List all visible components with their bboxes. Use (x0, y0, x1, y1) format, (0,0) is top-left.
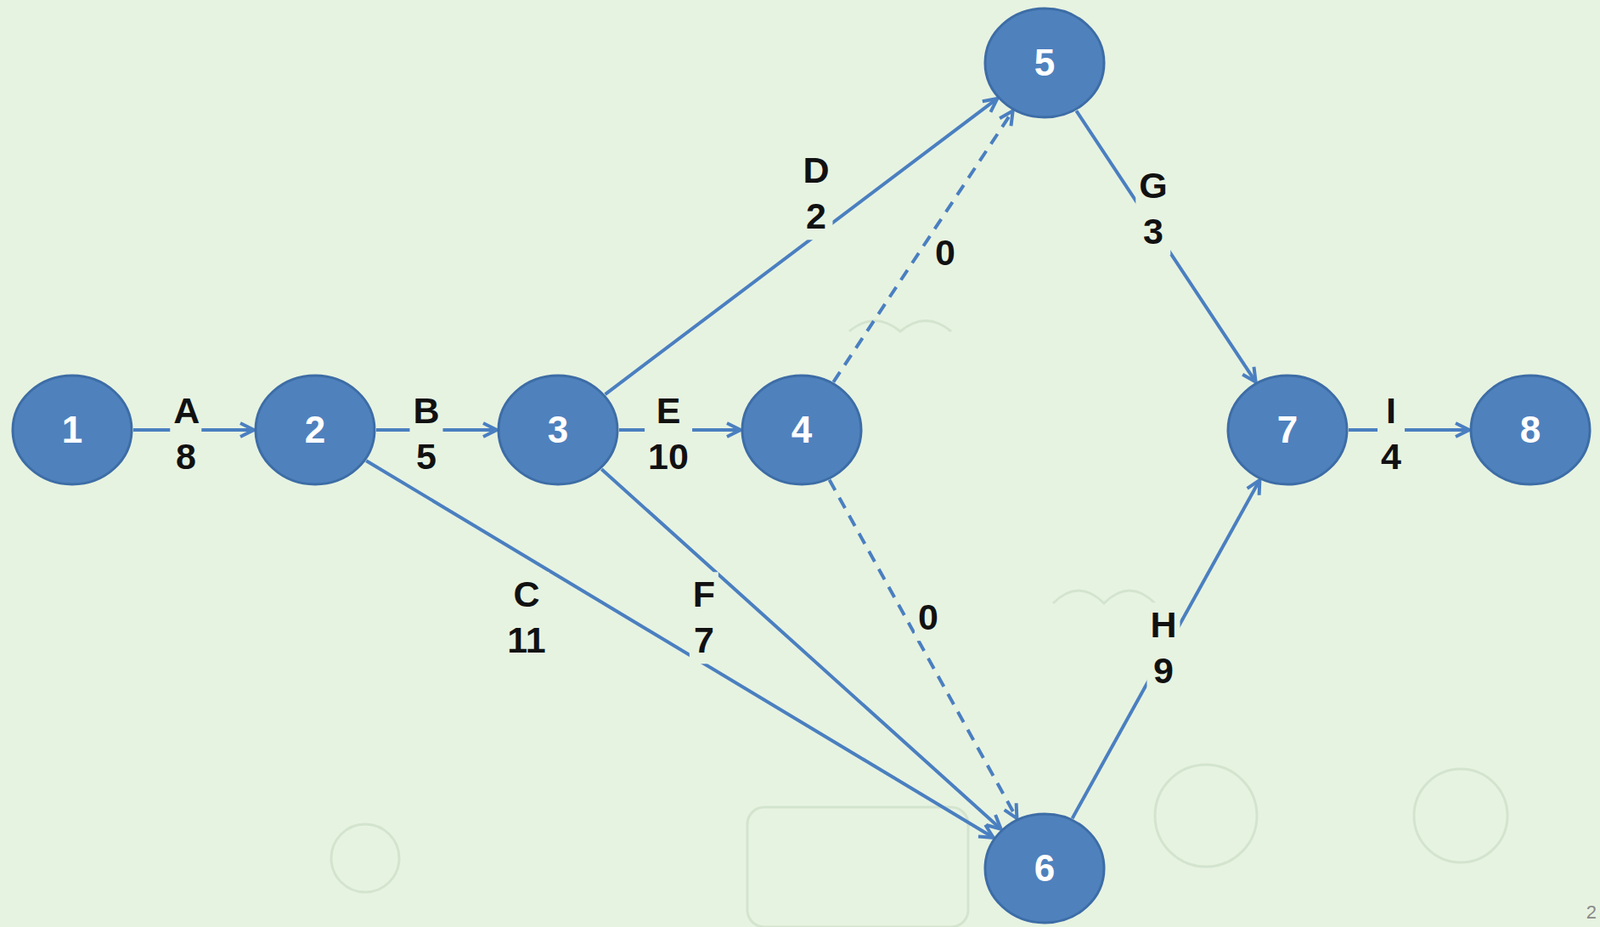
cartoon-cloud (849, 321, 952, 333)
event-node: 7 (1226, 373, 1349, 486)
activity-label: 0 (914, 594, 942, 641)
node-number: 8 (1469, 373, 1592, 486)
activity-label: I 4 (1377, 388, 1405, 480)
node-number: 6 (983, 811, 1106, 924)
node-number: 7 (1226, 373, 1349, 486)
cartoon-flower (331, 823, 400, 892)
node-number: 4 (740, 373, 863, 486)
node-number: 5 (983, 6, 1106, 119)
event-node: 8 (1469, 373, 1592, 486)
node-number: 2 (253, 373, 377, 486)
activity-label: E 10 (644, 388, 693, 480)
dummy-activity (833, 110, 1013, 382)
activity-label: 0 (931, 230, 959, 277)
page-number: 2 (1586, 901, 1597, 924)
activity-arrow (605, 98, 998, 395)
activity-arrow (601, 468, 1001, 829)
activity-label: D 2 (799, 147, 833, 240)
event-node: 6 (983, 811, 1106, 924)
activity-label: H 9 (1146, 602, 1180, 694)
node-number: 3 (496, 373, 620, 486)
activity-label: C 11 (503, 571, 549, 664)
dummy-activity (829, 479, 1018, 818)
event-node: 1 (11, 373, 134, 486)
node-number: 1 (11, 373, 134, 486)
activity-arrow (366, 460, 994, 838)
event-node: 2 (253, 373, 377, 486)
event-node: 3 (496, 373, 620, 486)
activity-label: B 5 (409, 388, 443, 480)
activity-label: F 7 (689, 571, 719, 664)
event-node: 5 (983, 6, 1106, 119)
cartoon-cloud (1053, 590, 1155, 603)
cartoon-face (1154, 764, 1257, 867)
event-node: 4 (740, 373, 863, 486)
activity-arrow (1348, 428, 1470, 432)
activity-arrow (1072, 479, 1261, 818)
activity-label: A 8 (169, 388, 202, 480)
cartoon-house (747, 806, 969, 927)
cartoon-face (1414, 768, 1508, 862)
activity-arrow (1076, 110, 1256, 382)
activity-label: G 3 (1135, 163, 1171, 255)
